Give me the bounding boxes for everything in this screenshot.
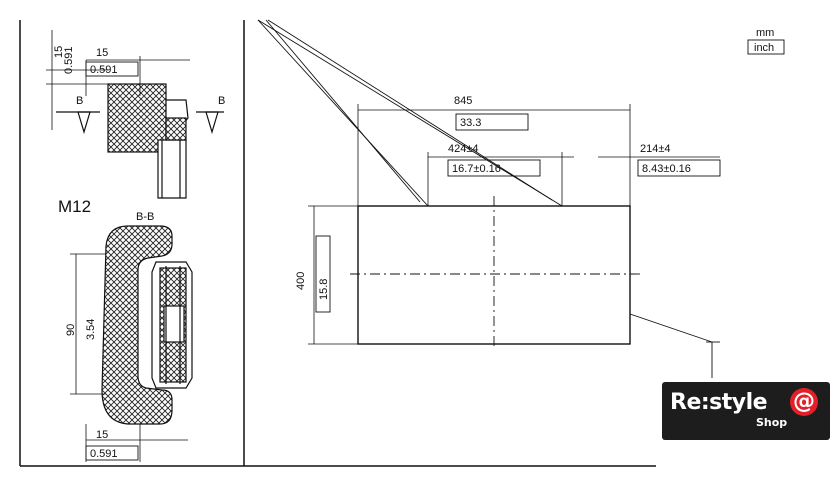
brand-sub: Shop <box>756 416 788 429</box>
upper-profile <box>46 30 224 199</box>
unit-imperial: inch <box>754 42 774 54</box>
overall-width-metric: 845 <box>454 95 472 107</box>
section-marker-left: B <box>76 95 83 107</box>
section-marker-right: B <box>218 95 225 107</box>
upper-width-imperial: 0.591 <box>90 64 118 76</box>
frame <box>19 20 656 467</box>
middle-dim-metric: 424±4 <box>448 143 479 155</box>
main-outline <box>257 19 721 378</box>
unit-metric: mm <box>756 27 774 39</box>
overall-width-imperial: 33.3 <box>460 117 481 129</box>
model-label: M12 <box>58 197 91 216</box>
height-imperial-main: 15.8 <box>318 279 330 300</box>
upper-width-metric: 15 <box>96 47 108 59</box>
unit-imperial-box <box>747 39 785 55</box>
brand-logo: Re:style Shop @ <box>662 382 830 440</box>
middle-dim-imperial: 16.7±0.16 <box>452 163 501 175</box>
at-icon: @ <box>790 388 818 416</box>
height-imperial-left: 3.54 <box>85 319 97 340</box>
lower-width-metric: 15 <box>96 429 108 441</box>
right-dim-metric: 214±4 <box>640 143 671 155</box>
cut-marker: B-B <box>136 211 154 223</box>
brand-name: Re:style <box>670 390 768 415</box>
height-metric-left: 90 <box>65 324 77 336</box>
top-dim-metric: 15 <box>53 46 65 58</box>
top-dim-imperial: 0.591 <box>63 46 75 74</box>
lower-width-imperial: 0.591 <box>90 448 118 460</box>
height-metric-main: 400 <box>295 272 307 290</box>
handle-profile <box>70 225 193 462</box>
right-dim-imperial: 8.43±0.16 <box>642 163 691 175</box>
